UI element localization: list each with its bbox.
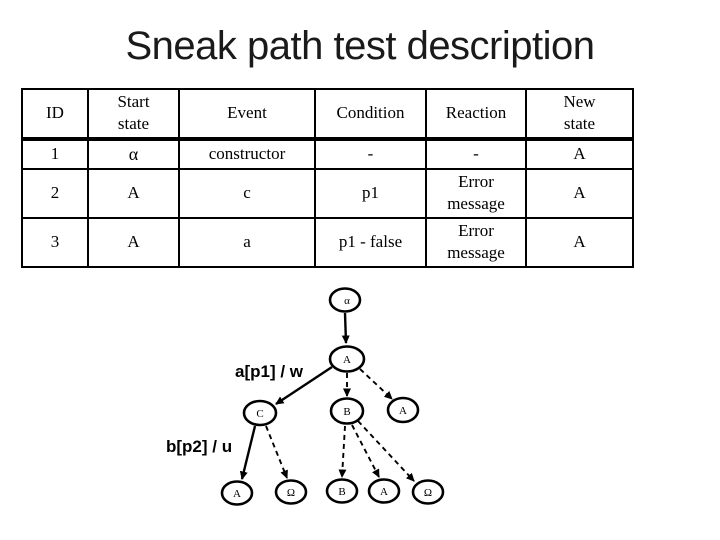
cell-new-state: A — [525, 216, 634, 268]
column-header-condition: Condition — [314, 88, 427, 141]
node-root: α — [328, 287, 362, 313]
edge-C-to-omega1 — [265, 425, 288, 479]
cell-condition: p1 — [314, 167, 427, 219]
cell-reaction: Error message — [425, 167, 527, 219]
cell-condition: p1 - false — [314, 216, 427, 268]
cell-reaction: - — [425, 137, 527, 170]
node-label: A — [343, 354, 351, 366]
edge-C-to-A3 — [239, 425, 257, 480]
column-header-event: Event — [178, 88, 316, 141]
cell-new-state: A — [525, 137, 634, 170]
edge-A-to-C — [275, 365, 333, 406]
cell-start-state: A — [87, 216, 180, 268]
table-header-row: ID Start state Event Condition Reaction … — [21, 88, 634, 141]
table-row: 1 α constructor - - A — [21, 137, 634, 170]
node-omega1: Ω — [274, 479, 308, 505]
column-header-id: ID — [21, 88, 89, 141]
node-B2: B — [325, 478, 359, 504]
node-omega2: Ω — [411, 479, 445, 505]
edge-root-to-A — [341, 312, 350, 344]
node-label: A — [399, 405, 407, 417]
node-label: Ω — [287, 487, 295, 499]
node-label: A — [380, 486, 388, 498]
cell-id: 1 — [21, 137, 89, 170]
cell-id: 2 — [21, 167, 89, 219]
edge-B-to-B2 — [338, 425, 347, 478]
cell-new-state: A — [525, 167, 634, 219]
edge-B-to-A4 — [351, 424, 380, 478]
column-header-start-state: Start state — [87, 88, 180, 141]
node-label: B — [343, 406, 350, 418]
table-row: 3 A a p1 - false Error message A — [21, 216, 634, 268]
table-row: 2 A c p1 Error message A — [21, 167, 634, 219]
cell-event: c — [178, 167, 316, 219]
node-A2: A — [386, 396, 420, 424]
cell-event: constructor — [178, 137, 316, 170]
node-label: C — [256, 408, 263, 420]
sneak-path-test-table: ID Start state Event Condition Reaction … — [21, 88, 634, 268]
edge-label-b-p2-u: b[p2] / u — [166, 437, 232, 456]
cell-reaction: Error message — [425, 216, 527, 268]
node-label: α — [344, 295, 350, 307]
edge-A-to-A2 — [359, 368, 393, 400]
node-A3: A — [220, 480, 254, 506]
test-tree-diagram: a[p1] / w b[p2] / u α A C B A A Ω B A Ω — [166, 287, 445, 506]
node-C: C — [242, 399, 278, 427]
slide-title: Sneak path test description — [125, 24, 595, 68]
cell-id: 3 — [21, 216, 89, 268]
cell-event: a — [178, 216, 316, 268]
node-label: Ω — [424, 487, 432, 499]
cell-condition: - — [314, 137, 427, 170]
column-header-reaction: Reaction — [425, 88, 527, 141]
cell-start-state: A — [87, 167, 180, 219]
edge-label-a-p1-w: a[p1] / w — [235, 362, 304, 381]
column-header-new-state: New state — [525, 88, 634, 141]
node-A4: A — [367, 478, 401, 504]
cell-start-state: α — [87, 137, 180, 170]
edge-B-to-omega2 — [357, 420, 415, 482]
node-A1: A — [328, 345, 366, 373]
node-label: B — [338, 486, 345, 498]
node-B1: B — [329, 397, 365, 425]
node-label: A — [233, 488, 241, 500]
